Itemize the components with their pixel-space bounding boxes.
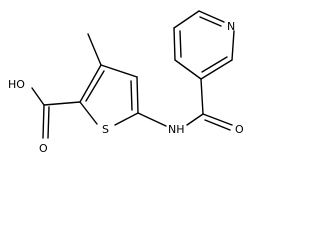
- structure-svg: HO O S NH O N: [8, 10, 244, 155]
- bond-nh-camide: [186, 113, 204, 126]
- atom-label-pyridine-nitrogen: N: [227, 20, 235, 33]
- bond-pyr-c3-c4: [174, 59, 202, 80]
- bond-c4-c5: [136, 76, 139, 114]
- bond-c5-s: [114, 112, 139, 126]
- bond-camide-pyridine: [200, 78, 204, 115]
- bond-c4-c5-inner: [130, 80, 133, 111]
- bond-cacid-oh: [31, 87, 45, 106]
- atom-labels: HO O S NH O N: [8, 20, 244, 155]
- bond-pyr-n-c2: [231, 30, 235, 61]
- bond-pyr-c4-c5: [173, 27, 176, 61]
- atom-label-amide-nitrogen: NH: [168, 123, 185, 136]
- bond-c2-c3-inner: [85, 70, 105, 102]
- bond-cacid-o-double: [47, 106, 50, 139]
- atom-label-sulfur: S: [102, 123, 109, 136]
- bond-methyl: [87, 33, 102, 66]
- bond-s-c2: [79, 101, 98, 125]
- bond-pyr-c4-c5-inner: [179, 30, 182, 58]
- bond-lines: [31, 10, 235, 139]
- bond-c3-c4: [100, 64, 138, 78]
- bond-pyr-c2-c3-inner: [201, 56, 228, 73]
- bond-pyr-c6-n: [198, 10, 225, 23]
- bond-c5-nh: [137, 112, 167, 127]
- atom-label-acid-oxygen: O: [39, 142, 48, 155]
- bond-c2-cacid: [43, 101, 81, 106]
- bond-pyr-c2-c3: [200, 59, 233, 80]
- bond-camide-o-double: [204, 119, 231, 131]
- atom-label-hydroxyl: HO: [8, 78, 25, 91]
- bond-c2-c3: [79, 64, 102, 103]
- atom-label-amide-oxygen: O: [235, 123, 244, 136]
- bond-pyr-c5-c6: [173, 10, 200, 29]
- chemical-structure: HO O S NH O N: [8, 10, 244, 155]
- bond-camide-o: [202, 113, 233, 126]
- bond-pyr-c6-n-inner: [199, 16, 222, 27]
- bond-cacid-o: [42, 104, 45, 139]
